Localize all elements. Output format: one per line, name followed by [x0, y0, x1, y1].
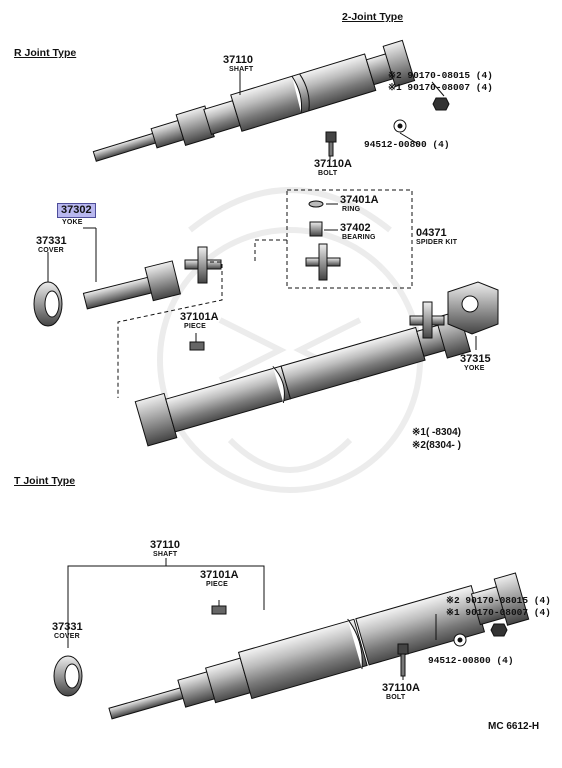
bearing-name: BEARING — [342, 234, 376, 241]
piece-number: 37101A — [180, 311, 219, 323]
title-r-joint: R Joint Type — [14, 47, 77, 59]
t-nut-ref-2: ※2 90170-08015 (4) — [446, 595, 551, 606]
r-bolt-icon — [325, 131, 337, 157]
cover-name: COVER — [38, 247, 64, 254]
bearing-number: 37402 — [340, 222, 371, 234]
spider-kit-name: SPIDER KIT — [416, 239, 458, 246]
t-cover-name: COVER — [54, 633, 80, 640]
spider-icon — [305, 243, 341, 281]
title-t-joint: T Joint Type — [14, 475, 76, 487]
t-washer-ref: 94512-00800 (4) — [428, 655, 514, 666]
piece-icon — [189, 341, 205, 351]
r-rear-flange — [382, 39, 416, 88]
middle-spider-icon — [184, 246, 222, 284]
r-bolt-number: 37110A — [314, 158, 352, 170]
yoke-37315-number: 37315 — [460, 353, 491, 365]
t-piece-name: PIECE — [206, 581, 229, 588]
r-washer-ref: 94512-00800 (4) — [364, 139, 450, 150]
t-bolt-number: 37110A — [382, 682, 420, 694]
t-rear-flange — [493, 572, 530, 626]
title-two-joint: 2-Joint Type — [342, 11, 404, 23]
t-nut-icon — [490, 623, 508, 637]
two-joint-assembly — [33, 203, 499, 447]
spider-kit-box — [286, 189, 413, 289]
t-nut-ref-1: ※1 90170-08007 (4) — [446, 607, 551, 618]
cover-number: 37331 — [36, 235, 67, 247]
rear-spider-icon — [409, 301, 445, 339]
t-shaft-number: 37110 — [150, 539, 180, 551]
bearing-icon — [309, 221, 323, 237]
r-nut-icon — [432, 97, 450, 111]
ring-number: 37401A — [340, 194, 379, 206]
t-bolt-icon — [397, 643, 409, 677]
yoke-37302-number[interactable]: 37302 — [57, 203, 96, 218]
t-cover-number: 37331 — [52, 621, 83, 633]
r-shaft-number: 37110 — [223, 54, 253, 66]
t-piece-number: 37101A — [200, 569, 239, 581]
mid-shaft-tube-b — [280, 326, 426, 400]
piece-name: PIECE — [184, 323, 207, 330]
r-stub-shaft — [92, 130, 164, 162]
yoke-37315-icon — [447, 281, 499, 335]
ring-icon — [308, 200, 324, 208]
r-bolt-name: BOLT — [318, 170, 338, 177]
yoke-37315-name: YOKE — [464, 365, 485, 372]
t-shaft-tube-a — [237, 618, 368, 700]
r-nut-ref-2: ※2 90170-08015 (4) — [388, 70, 493, 81]
ring-name: RING — [342, 206, 361, 213]
t-stub-shaft — [108, 685, 190, 720]
note-2: ※2(8304- ) — [412, 440, 461, 451]
t-joint-assembly — [53, 558, 530, 720]
t-bolt-name: BOLT — [386, 694, 406, 701]
r-nut-ref-1: ※1 90170-08007 (4) — [388, 82, 493, 93]
note-1: ※1( -8304) — [412, 427, 461, 438]
yoke-37302-name: YOKE — [62, 219, 83, 226]
yoke-37302 — [82, 275, 156, 310]
spider-kit-number: 04371 — [416, 227, 447, 239]
r-shaft-name: SHAFT — [229, 66, 254, 73]
diagram-code: MC 6612-H — [488, 721, 540, 732]
t-shaft-name: SHAFT — [153, 551, 178, 558]
r-joint-assembly — [92, 39, 450, 162]
t-piece-icon — [211, 605, 227, 615]
